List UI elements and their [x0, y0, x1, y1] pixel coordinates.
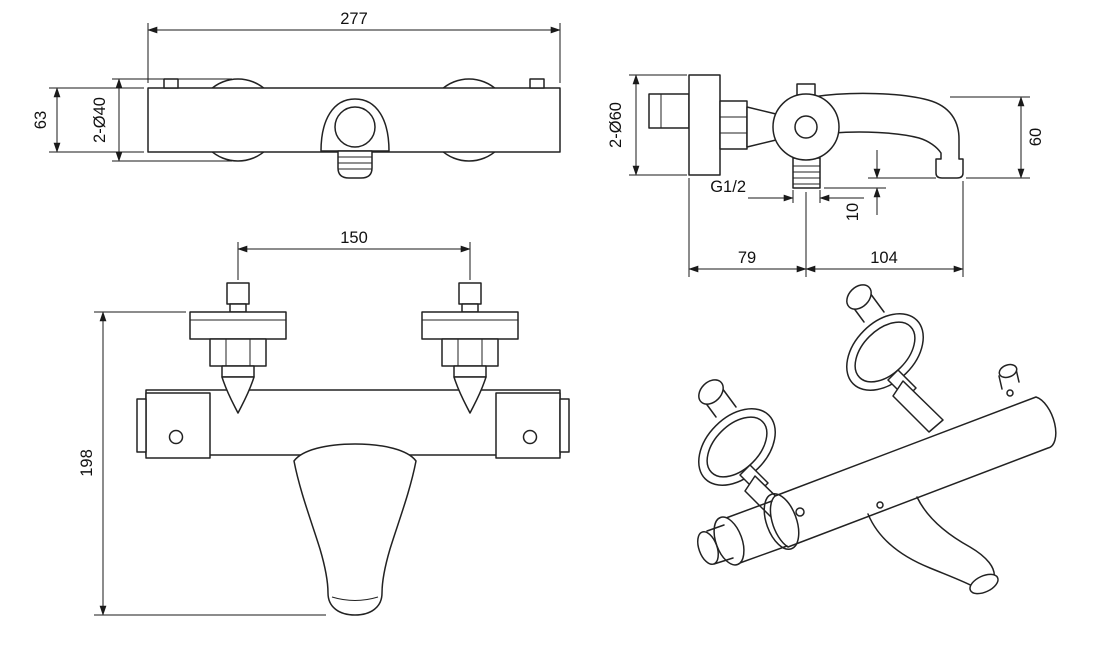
spout-nozzle — [337, 150, 373, 179]
dimension-overall-height: 198 — [78, 311, 326, 616]
dim-label-63: 63 — [32, 111, 50, 129]
iso-wall-mount-upper — [846, 284, 944, 433]
inlet-connector-left — [189, 282, 287, 414]
view-front: 150 198 — [78, 229, 570, 616]
dimension-spout-height: 60 — [950, 96, 1045, 179]
handle-dot-left — [168, 429, 184, 445]
front-cap-left — [145, 392, 211, 459]
dimension-outlet-centers: 150 — [237, 229, 471, 280]
inlet-connector-right — [421, 282, 519, 414]
valve-hub-circle — [794, 115, 818, 139]
front-step-left — [136, 398, 147, 453]
connector-side — [746, 106, 777, 148]
dim-label-2-d60: 2-Ø60 — [607, 102, 625, 148]
supply-pipe — [648, 93, 690, 129]
dimension-flange-holes: 2-Ø60 — [607, 74, 687, 176]
iso-handle — [696, 500, 805, 566]
spout-aerator-circle — [334, 106, 376, 148]
dimension-outlet-offset: 10 — [824, 150, 936, 221]
dimension-body-height: 63 — [32, 87, 144, 153]
end-screw-left — [163, 78, 179, 89]
dim-label-79: 79 — [738, 249, 756, 267]
view-top: 277 63 2-Ø40 — [32, 10, 561, 179]
wall-escutcheon-side — [688, 74, 721, 176]
dim-label-2-d40: 2-Ø40 — [91, 97, 109, 143]
iso-body-left-rim — [763, 493, 800, 550]
dimension-overall-width: 277 — [147, 10, 561, 83]
spout-side — [811, 92, 964, 179]
tub-spout-front — [293, 443, 417, 616]
dimension-wall-to-center: 79 104 — [688, 178, 964, 277]
dim-label-150: 150 — [340, 229, 368, 247]
dim-label-60: 60 — [1027, 128, 1045, 146]
dim-label-198: 198 — [78, 449, 96, 477]
dim-label-104: 104 — [870, 249, 898, 267]
handle-dot-right — [522, 429, 538, 445]
end-screw-right — [529, 78, 545, 89]
dimension-mount-holes: 2-Ø40 — [91, 78, 232, 162]
front-cap-right — [495, 392, 561, 459]
shower-outlet-thread — [792, 157, 821, 189]
dim-label-g12: G1/2 — [710, 178, 746, 196]
view-side: 2-Ø60 G1/2 60 10 — [607, 74, 1045, 277]
spout-tip-line — [331, 596, 379, 601]
iso-top-knob — [998, 363, 1020, 397]
dimension-outlet-thread: G1/2 — [710, 178, 864, 203]
iso-spout — [867, 496, 999, 595]
front-step-right — [559, 398, 570, 453]
view-isometric — [696, 284, 1057, 595]
mounting-nut-side — [719, 100, 748, 150]
iso-body — [769, 396, 1057, 548]
dim-label-277: 277 — [340, 10, 368, 28]
dim-label-10: 10 — [844, 203, 862, 221]
